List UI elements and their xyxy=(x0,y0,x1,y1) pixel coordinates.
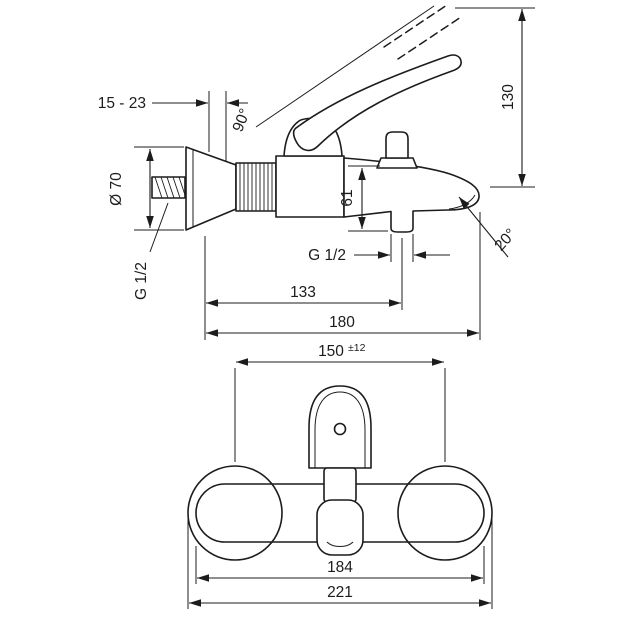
dim-wall-distance: 15 - 23 xyxy=(98,91,248,161)
dim-overall-reach-label: 180 xyxy=(329,314,355,331)
handle-raised-dashed-line xyxy=(383,4,448,48)
dim-spout-height-label: 61 xyxy=(339,189,356,206)
diverter-knob xyxy=(385,131,409,159)
dim-handle-angle-label: 90° xyxy=(230,106,255,134)
dim-overall-height-label: 130 xyxy=(500,84,517,110)
left-escutcheon xyxy=(187,465,283,561)
dim-overall-width: 221 xyxy=(187,518,493,609)
dim-overall-height: 130 xyxy=(455,7,535,188)
dim-spout-height: 61 xyxy=(339,165,388,232)
dim-connection-centers-label: 150 xyxy=(318,343,344,360)
handle-open-axis-line xyxy=(255,5,435,128)
mixer-body xyxy=(275,155,345,218)
dim-escutcheon-diameter-label: Ø 70 xyxy=(108,172,125,206)
handle-screw-cap xyxy=(333,422,347,436)
dim-escutcheon-diameter: Ø 70 xyxy=(108,146,184,231)
dim-spout-center-reach-label: 133 xyxy=(290,284,316,301)
handle-front-inner-line xyxy=(314,391,366,468)
spout xyxy=(343,157,480,233)
outlet-thread-label: G 1/2 xyxy=(308,247,346,264)
side-view: 130 15 - 23 Ø 70 90° 61 xyxy=(98,4,535,340)
dim-connection-centers: 150 ±12 xyxy=(234,342,446,462)
knurl-hatch xyxy=(239,163,273,211)
dim-wall-distance-label: 15 - 23 xyxy=(98,95,146,112)
dim-body-width-label: 184 xyxy=(327,559,353,576)
aerator-line xyxy=(326,541,354,547)
dim-body-width: 184 xyxy=(195,546,485,584)
dim-spout-angle-label: 20° xyxy=(491,226,519,255)
lever-handle xyxy=(292,54,462,152)
angle-leader xyxy=(458,196,509,258)
front-view: 150 ±12 184 221 xyxy=(187,342,493,609)
right-escutcheon xyxy=(397,465,493,561)
label-outlet-thread: G 1/2 xyxy=(308,234,450,264)
spout-front xyxy=(316,499,364,556)
diverter-front xyxy=(323,467,357,503)
label-inlet-thread: G 1/2 xyxy=(133,202,169,300)
thread-hatch xyxy=(154,176,187,199)
dim-connection-tolerance-label: ±12 xyxy=(348,342,366,354)
dim-spout-center-reach: 133 xyxy=(204,236,403,340)
dim-overall-reach: 180 xyxy=(206,212,481,340)
inlet-thread-label: G 1/2 xyxy=(133,262,150,300)
handle-raised-dashed-line xyxy=(397,16,462,60)
dim-overall-width-label: 221 xyxy=(327,584,353,601)
diverter-collar xyxy=(376,157,418,169)
leader-line xyxy=(149,202,169,253)
